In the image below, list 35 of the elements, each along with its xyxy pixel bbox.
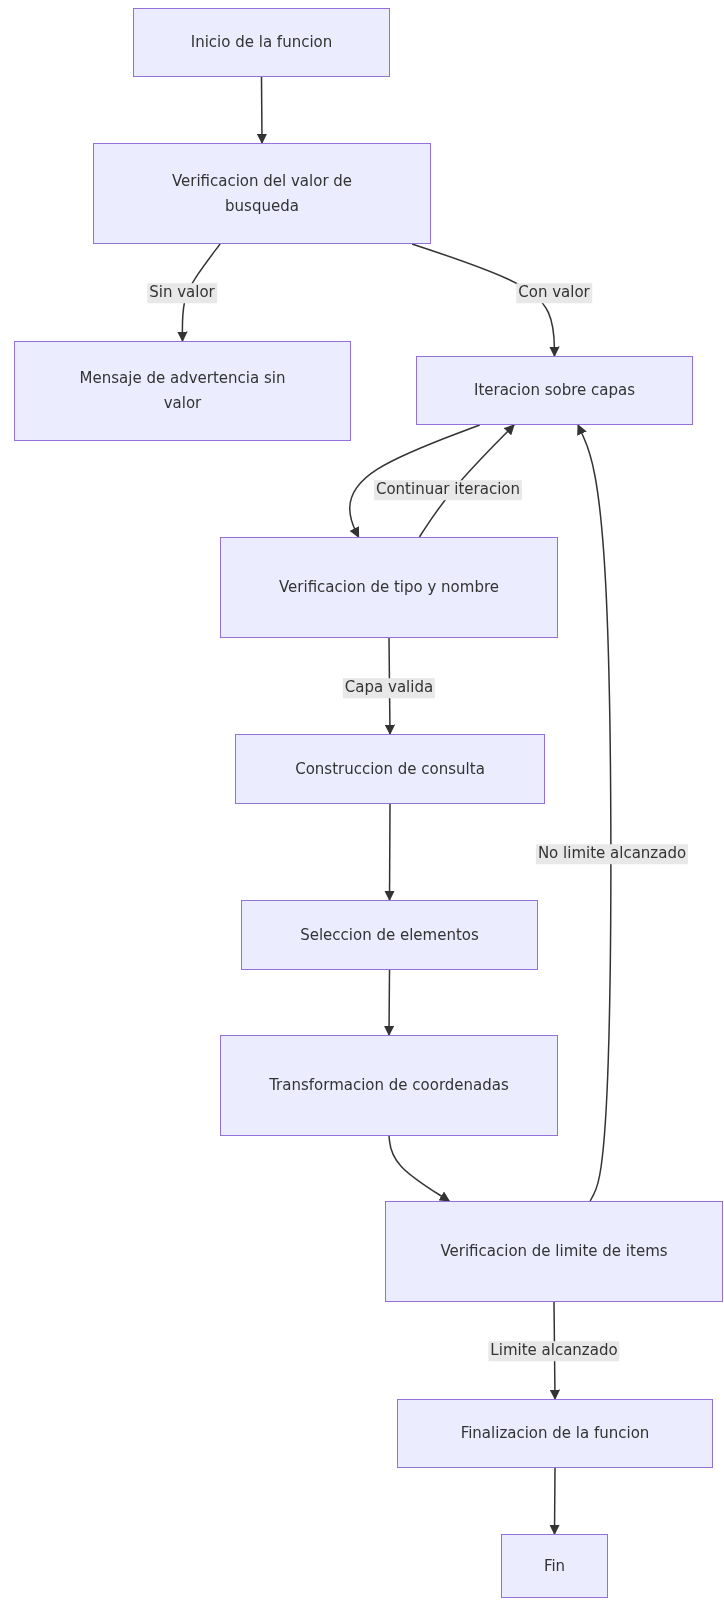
arrow bbox=[256, 76, 268, 145]
arrow bbox=[549, 1467, 560, 1536]
arrow bbox=[388, 1135, 451, 1202]
process-box bbox=[501, 1534, 608, 1598]
node-text: Seleccion de elementos bbox=[300, 924, 479, 946]
edge-label: No limite alcanzado bbox=[535, 844, 689, 864]
node-text: Verificacion del valor de busqueda bbox=[170, 170, 354, 217]
arrow bbox=[383, 969, 395, 1037]
edge-label: Capa valida bbox=[342, 678, 436, 698]
edge-label: Sin valor bbox=[147, 283, 217, 303]
process-box bbox=[397, 1399, 713, 1468]
node-text: Fin bbox=[543, 1555, 566, 1577]
node-text: Finalizacion de la funcion bbox=[460, 1423, 650, 1445]
process-box bbox=[385, 1201, 723, 1302]
arrow bbox=[577, 424, 612, 1202]
process-box bbox=[93, 143, 431, 244]
arrow bbox=[384, 803, 395, 902]
node-text: Inicio de la funcion bbox=[190, 32, 333, 54]
node-text: Transformacion de coordenadas bbox=[269, 1075, 509, 1097]
process-box bbox=[220, 1035, 558, 1136]
process-box bbox=[14, 341, 351, 441]
edge-label: Limite alcanzado bbox=[488, 1341, 620, 1361]
node-text: Mensaje de advertencia sin valor bbox=[78, 368, 287, 414]
process-box bbox=[133, 8, 390, 77]
edge-label: Continuar iteracion bbox=[373, 480, 523, 500]
process-box bbox=[241, 900, 538, 970]
process-box bbox=[220, 537, 558, 638]
node-text: Iteracion sobre capas bbox=[473, 380, 636, 402]
process-box bbox=[416, 356, 693, 425]
process-box bbox=[235, 734, 545, 804]
node-text: Construccion de consulta bbox=[295, 758, 485, 780]
node-text: Verificacion de limite de items bbox=[440, 1241, 668, 1263]
edge-label: Con valor bbox=[516, 283, 592, 303]
node-text: Verificacion de tipo y nombre bbox=[279, 577, 499, 599]
arrow bbox=[349, 424, 481, 538]
